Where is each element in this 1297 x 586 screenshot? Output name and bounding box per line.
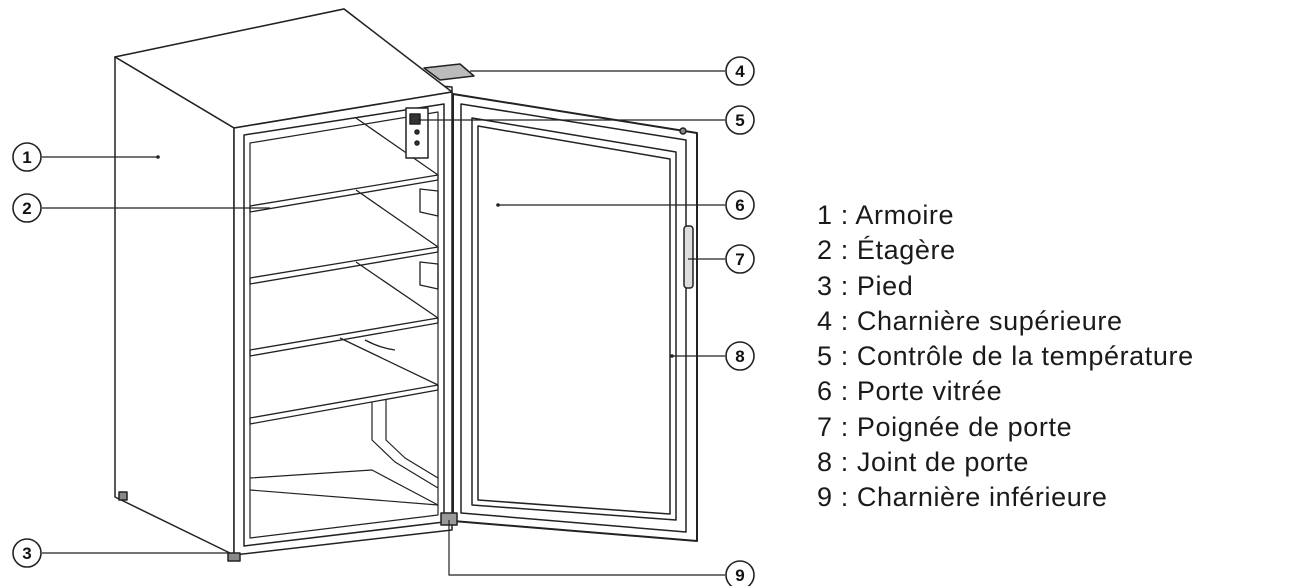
legend-item: 8 : Joint de porte [817,447,1029,478]
callout-number: 6 [735,196,744,215]
callout-number: 4 [735,62,745,81]
callout-number: 9 [735,566,744,585]
callout-number: 1 [22,148,31,167]
cabinet-drawing [114,8,698,562]
callout-number: 2 [22,199,31,218]
legend-item: 3 : Pied [817,270,914,301]
callout-7: 7 [725,244,755,274]
callout-9: 9 [725,560,755,586]
callout-3: 3 [12,538,42,568]
glass-door-drawing [452,93,698,542]
callout-number: 8 [735,347,744,366]
callout-4: 4 [725,56,755,86]
legend-item: 6 : Porte vitrée [817,376,1003,407]
feet-drawing [118,491,241,562]
legend-item: 7 : Poignée de porte [817,411,1073,442]
callout-number: 5 [735,111,744,130]
callout-6: 6 [725,190,755,220]
callout-number: 7 [735,250,744,269]
callout-1: 1 [12,142,42,172]
callout-5: 5 [725,105,755,135]
callout-markers: 1 2 3 4 5 6 7 8 9 [12,56,755,586]
legend-item: 2 : Étagère [817,235,956,266]
legend-item: 5 : Contrôle de la température [817,341,1194,372]
shelves-drawing [249,117,439,425]
callout-8: 8 [725,341,755,371]
legend-list: 1 : Armoire 2 : Étagère 3 : Pied 4 : Charni… [817,198,1194,516]
leader-dots [156,155,674,358]
legend-item: 1 : Armoire [817,200,955,230]
control-panel-drawing [405,107,429,159]
door-handle-drawing [683,225,694,289]
callout-number: 3 [22,544,31,563]
legend-item: 9 : Charnière inférieure [817,482,1108,513]
leader-lines [42,70,725,576]
top-hinge-drawing [423,63,475,81]
legend-item: 4 : Charnière supérieure [817,305,1123,336]
lower-compartment-drawing [249,400,439,506]
callout-2: 2 [12,193,42,223]
